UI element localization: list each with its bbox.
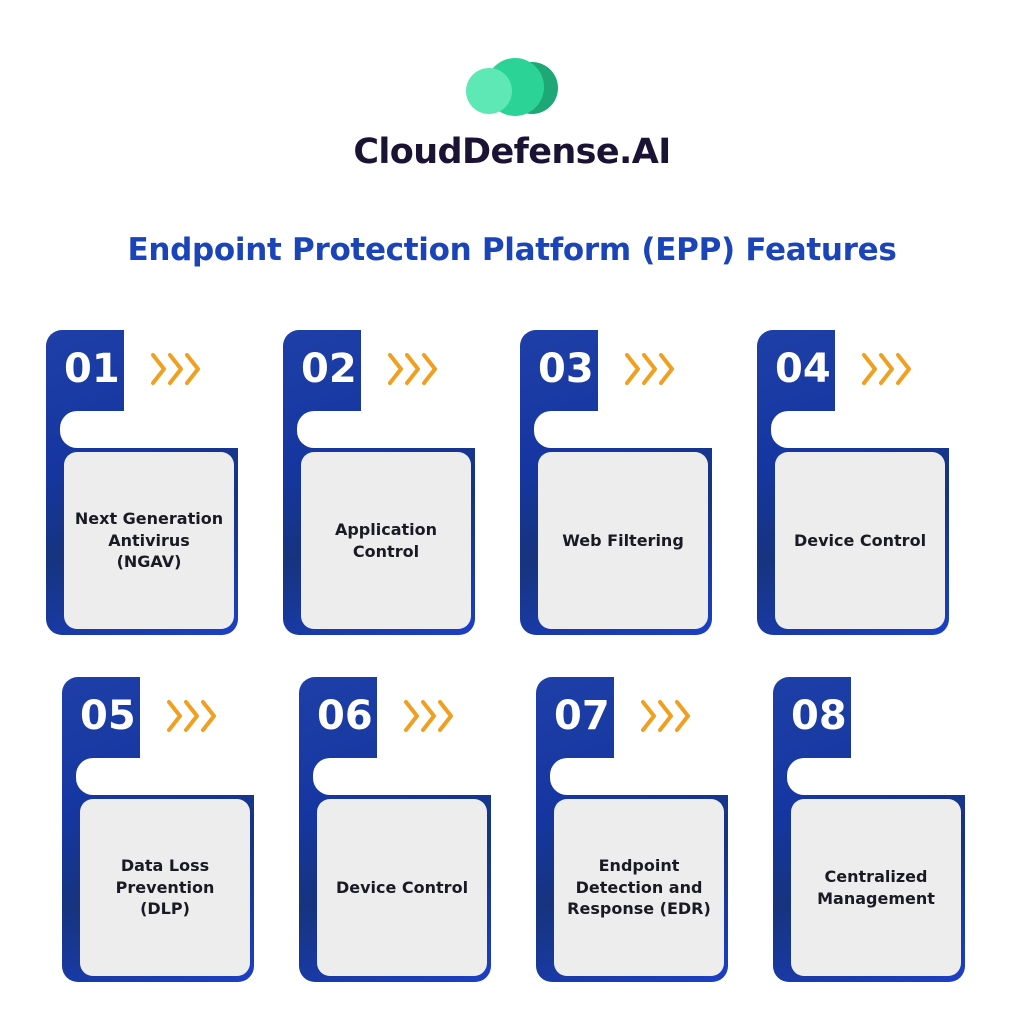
feature-card-07[interactable]: 07 Endpoint Detection and Response (EDR) xyxy=(536,677,736,982)
card-notch xyxy=(76,758,262,795)
card-notch xyxy=(297,411,483,448)
triple-chevron-right-icon xyxy=(388,352,438,386)
card-number: 07 xyxy=(554,693,610,739)
card-sheet xyxy=(64,452,234,629)
chevron-right-icon xyxy=(675,699,691,733)
chevron-right-icon xyxy=(405,352,421,386)
chevron-right-icon xyxy=(185,352,201,386)
cloud-blobs-icon xyxy=(466,58,558,116)
card-sheet xyxy=(80,799,250,976)
chevron-right-icon xyxy=(438,699,454,733)
card-notch xyxy=(771,411,957,448)
chevron-right-icon xyxy=(658,699,674,733)
chevron-right-icon xyxy=(625,352,641,386)
feature-card-grid: 01 Next Generation Antivirus (NGAV) 02 A… xyxy=(0,330,1024,982)
chevron-right-icon xyxy=(184,699,200,733)
card-number: 04 xyxy=(775,346,831,392)
card-label: Centralized Management xyxy=(817,866,935,908)
card-slot: 03 Web Filtering xyxy=(520,330,757,635)
card-notch xyxy=(313,758,499,795)
triple-chevron-right-icon xyxy=(862,352,912,386)
card-slot: 05 Data Loss Prevention (DLP) xyxy=(62,677,299,982)
card-slot: 08 Centralized Management xyxy=(773,677,1010,982)
card-slot: 01 Next Generation Antivirus (NGAV) xyxy=(46,330,283,635)
card-label: Device Control xyxy=(335,877,469,897)
card-number: 03 xyxy=(538,346,594,392)
brand-name: CloudDefense.AI xyxy=(353,132,671,172)
card-number: 01 xyxy=(64,346,120,392)
chevron-right-icon xyxy=(422,352,438,386)
card-label: Next Generation Antivirus (NGAV) xyxy=(74,509,224,572)
card-number: 02 xyxy=(301,346,357,392)
card-number: 05 xyxy=(80,693,136,739)
chevron-right-icon xyxy=(168,352,184,386)
chevron-right-icon xyxy=(642,352,658,386)
chevron-right-icon xyxy=(201,699,217,733)
triple-chevron-right-icon xyxy=(404,699,454,733)
triple-chevron-right-icon xyxy=(167,699,217,733)
card-label: Device Control xyxy=(793,530,927,550)
card-label: Web Filtering xyxy=(562,530,684,550)
cloud-blob-front xyxy=(466,68,512,114)
chevron-right-icon xyxy=(388,352,404,386)
feature-card-01[interactable]: 01 Next Generation Antivirus (NGAV) xyxy=(46,330,246,635)
triple-chevron-right-icon xyxy=(641,699,691,733)
triple-chevron-right-icon xyxy=(625,352,675,386)
card-notch xyxy=(60,411,246,448)
chevron-right-icon xyxy=(167,699,183,733)
card-slot: 04 Device Control xyxy=(757,330,994,635)
page-title: Endpoint Protection Platform (EPP) Featu… xyxy=(127,232,897,268)
feature-card-08[interactable]: 08 Centralized Management xyxy=(773,677,973,982)
feature-card-04[interactable]: 04 Device Control xyxy=(757,330,957,635)
chevron-right-icon xyxy=(862,352,878,386)
feature-card-05[interactable]: 05 Data Loss Prevention (DLP) xyxy=(62,677,262,982)
feature-card-06[interactable]: 06 Device Control xyxy=(299,677,499,982)
card-label: Application Control xyxy=(334,519,438,561)
card-notch xyxy=(787,758,973,795)
feature-card-02[interactable]: 02 Application Control xyxy=(283,330,483,635)
card-sheet xyxy=(554,799,724,976)
card-sheet xyxy=(538,452,708,629)
card-sheet xyxy=(301,452,471,629)
card-sheet xyxy=(791,799,961,976)
chevron-right-icon xyxy=(404,699,420,733)
card-notch xyxy=(534,411,720,448)
card-sheet xyxy=(775,452,945,629)
card-label: Endpoint Detection and Response (EDR) xyxy=(567,856,711,919)
card-slot: 02 Application Control xyxy=(283,330,520,635)
brand-header: CloudDefense.AI xyxy=(0,58,1024,172)
feature-card-03[interactable]: 03 Web Filtering xyxy=(520,330,720,635)
card-row-2: 05 Data Loss Prevention (DLP) 06 Device … xyxy=(0,677,1024,982)
card-notch xyxy=(550,758,736,795)
chevron-right-icon xyxy=(896,352,912,386)
card-number: 08 xyxy=(791,693,847,739)
card-number: 06 xyxy=(317,693,373,739)
chevron-right-icon xyxy=(151,352,167,386)
card-slot: 06 Device Control xyxy=(299,677,536,982)
triple-chevron-right-icon xyxy=(151,352,201,386)
card-sheet xyxy=(317,799,487,976)
card-label: Data Loss Prevention (DLP) xyxy=(115,856,215,919)
card-row-1: 01 Next Generation Antivirus (NGAV) 02 A… xyxy=(0,330,1024,635)
chevron-right-icon xyxy=(421,699,437,733)
chevron-right-icon xyxy=(879,352,895,386)
card-slot: 07 Endpoint Detection and Response (EDR) xyxy=(536,677,773,982)
chevron-right-icon xyxy=(641,699,657,733)
chevron-right-icon xyxy=(659,352,675,386)
